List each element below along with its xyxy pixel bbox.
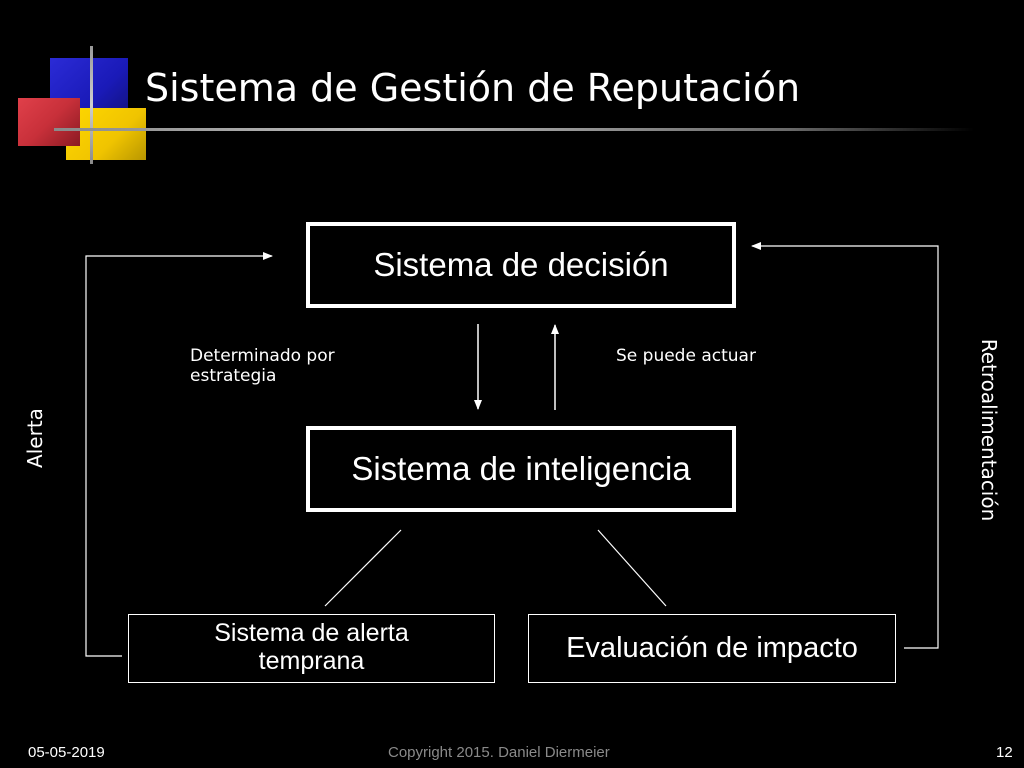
footer-date: 05-05-2019 [28,744,105,761]
decision-system-label: Sistema de decisión [373,246,669,283]
connector-intelligence-to-impact [597,529,667,607]
slide-title: Sistema de Gestión de Reputación [145,66,801,110]
can-act-label: Se puede actuar [616,346,756,366]
arrow-alert-loop [85,252,273,657]
logo-vertical-line [90,46,93,164]
early-warning-system-box: Sistema de alerta temprana [128,614,495,683]
feedback-vertical-label: Retroalimentación [977,338,1001,522]
logo-red-square [18,98,80,146]
logo-squares [0,0,160,170]
intelligence-system-label: Sistema de inteligencia [351,450,691,487]
decision-system-box: Sistema de decisión [306,222,736,308]
strategy-label-line2: estrategia [190,366,277,386]
title-underline [54,128,974,131]
footer-copyright: Copyright 2015. Daniel Diermeier [388,744,610,761]
strategy-label: Determinado por estrategia [190,346,335,386]
impact-evaluation-box: Evaluación de impacto [528,614,896,683]
early-warning-label-line1: Sistema de alerta [214,618,409,647]
footer-page-number: 12 [996,744,1013,761]
intelligence-system-box: Sistema de inteligencia [306,426,736,512]
strategy-label-line1: Determinado por [190,346,335,366]
early-warning-label-line2: temprana [258,646,365,675]
impact-evaluation-label: Evaluación de impacto [566,632,858,664]
connector-intelligence-to-early-warning [324,529,402,607]
arrow-feedback-loop [751,242,939,649]
alert-vertical-label: Alerta [23,408,47,468]
